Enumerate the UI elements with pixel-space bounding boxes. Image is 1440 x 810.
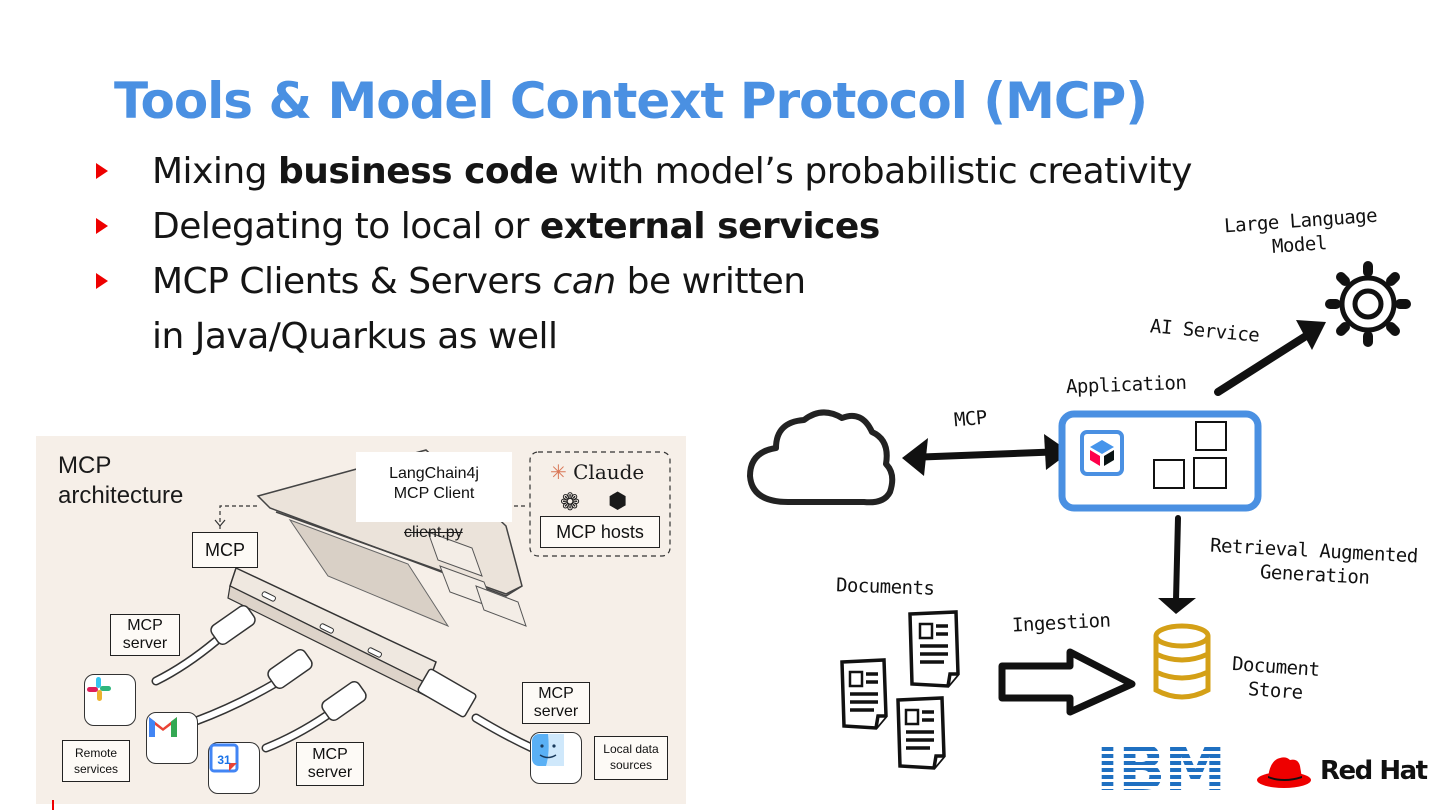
langchain4j-client-box: LangChain4j MCP Client	[356, 452, 512, 522]
document-store-line2: Store	[1247, 678, 1304, 704]
llm-label-line2: Model	[1271, 232, 1328, 258]
mcp-label: MCP	[953, 406, 988, 432]
application-label: Application	[1065, 371, 1187, 399]
redhat-logo: Red Hat	[1256, 750, 1436, 796]
mcp-architecture-image: MCP architecture LangChain4j MCP Client …	[36, 436, 686, 804]
document-icon	[840, 658, 888, 730]
remote-services-box: Remote services	[62, 740, 130, 782]
struck-client-label: client.py	[404, 524, 463, 541]
bullet-marker-icon	[96, 273, 108, 289]
calendar-day: 31	[217, 753, 231, 767]
slide-title: Tools & Model Context Protocol (MCP)	[114, 72, 1148, 130]
claude-burst-icon: ✳	[550, 460, 567, 484]
document-icon	[896, 696, 946, 770]
architecture-title-line1: MCP	[58, 452, 112, 479]
google-calendar-icon: 31	[208, 742, 260, 794]
bullet-2: Delegating to local or external services	[96, 203, 1196, 258]
bullet-marker-icon	[96, 163, 108, 179]
gmail-icon	[146, 712, 198, 764]
local-data-sources-box: Local data sources	[594, 736, 668, 780]
gear-icon	[1325, 261, 1411, 347]
mcp-server-right-box: MCP server	[522, 682, 590, 724]
cloud-icon	[747, 409, 896, 506]
sketch-drawing	[747, 261, 1411, 770]
mcp-server-left-box: MCP server	[110, 614, 180, 656]
client-label-line1: LangChain4j	[389, 465, 479, 482]
architecture-title-line2: architecture	[58, 482, 184, 509]
document-icon	[908, 610, 960, 688]
mcp-sketch-diagram: Large Language Model AI Service Applicat…	[700, 200, 1440, 810]
mcp-server-bottom-box: MCP server	[296, 742, 364, 786]
bullet-list: Mixing business code with model’s probab…	[96, 148, 1196, 368]
ingestion-arrow-icon	[998, 648, 1136, 716]
bullet-1: Mixing business code with model’s probab…	[96, 148, 1196, 203]
mcp-protocol-box: MCP	[192, 532, 258, 568]
bullet-3-continuation: in Java/Quarkus as well	[152, 316, 558, 357]
finder-icon	[530, 732, 582, 784]
openai-icon: ❁	[560, 489, 581, 516]
claude-logo: ✳ Claude	[550, 460, 645, 484]
ibm-logo: IBM	[1096, 740, 1236, 798]
cube-icon: ⬢	[608, 488, 628, 513]
bullet-marker-icon	[96, 218, 108, 234]
footer-divider	[52, 800, 54, 810]
database-icon	[1153, 623, 1211, 700]
client-label-line2: MCP Client	[393, 485, 475, 502]
mcp-hosts-box: MCP hosts	[540, 516, 660, 548]
bullet-3: MCP Clients & Servers can be written	[96, 258, 1196, 313]
documents-label: Documents	[835, 574, 935, 600]
red-fedora-icon	[1257, 757, 1311, 788]
slack-icon	[84, 674, 136, 726]
